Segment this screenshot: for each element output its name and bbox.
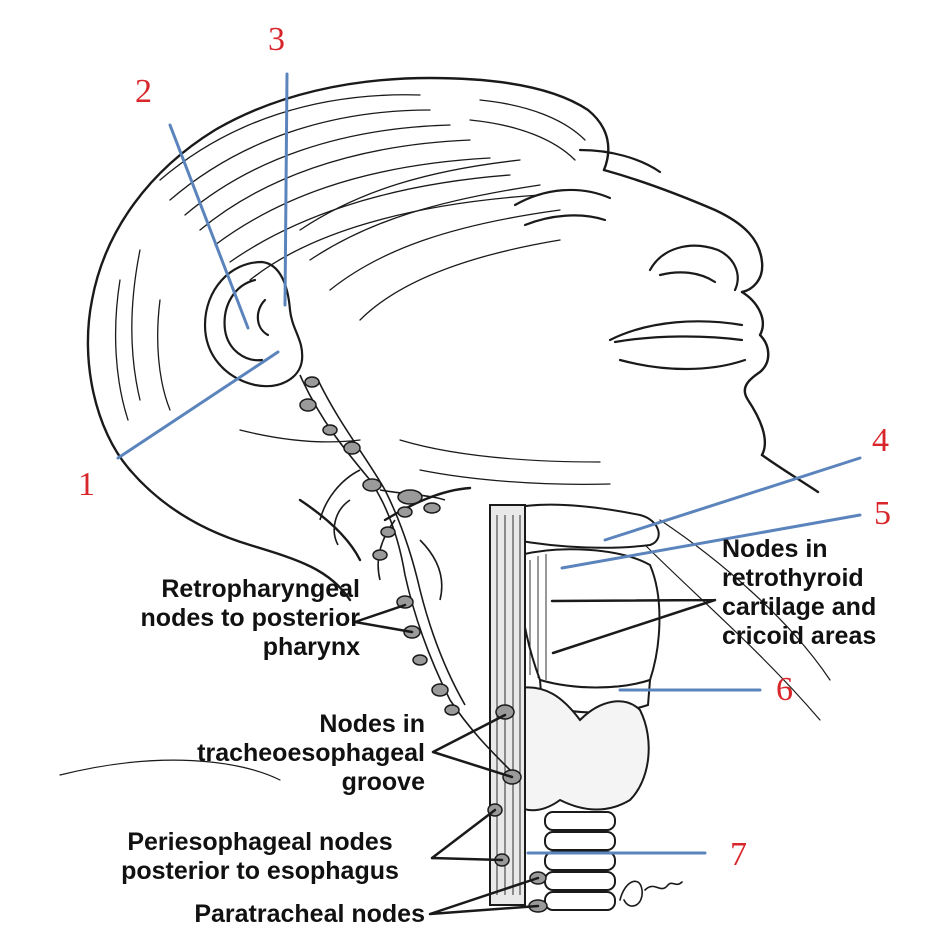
leader-retropharyngeal <box>355 605 412 632</box>
lymph-node <box>363 479 381 491</box>
trachea-rings <box>545 812 615 910</box>
mouth-drawing <box>610 321 745 369</box>
hair-strokes <box>116 95 585 442</box>
marker-5: 5 <box>874 497 891 531</box>
lymph-node <box>413 655 427 665</box>
marker-4: 4 <box>872 424 889 458</box>
pointer-line-4 <box>605 458 860 540</box>
marker-3: 3 <box>268 23 285 57</box>
marker-1: 1 <box>78 468 95 502</box>
lymph-node <box>432 684 448 696</box>
pointer-line-1 <box>118 352 278 458</box>
marker-6: 6 <box>776 673 793 707</box>
head-outline <box>88 78 818 600</box>
lymph-node <box>445 705 459 715</box>
lymph-node <box>305 377 319 387</box>
marker-7: 7 <box>730 838 747 872</box>
label-periesophageal-nodes: Periesophageal nodes posterior to esopha… <box>90 828 430 886</box>
nose-drawing <box>650 246 738 290</box>
lymph-node <box>398 507 412 517</box>
marker-2: 2 <box>135 75 152 109</box>
label-retropharyngeal-nodes: Retropharyngeal nodes to posterior phary… <box>60 575 360 662</box>
label-paratracheal-nodes: Paratracheal nodes <box>120 900 425 929</box>
lymph-node <box>323 425 337 435</box>
lymph-node <box>344 442 360 454</box>
lymph-node <box>424 503 440 513</box>
lymph-node <box>381 527 395 537</box>
label-retrothyroid-nodes: Nodes in retrothyroid cartilage and cric… <box>722 535 927 651</box>
artist-signature <box>620 881 682 906</box>
pointer-line-3 <box>285 74 287 305</box>
lymph-node <box>398 490 422 504</box>
lymph-node <box>300 399 316 411</box>
label-tracheoesophageal-nodes: Nodes in tracheoesophageal groove <box>120 710 425 797</box>
lymph-node <box>373 550 387 560</box>
